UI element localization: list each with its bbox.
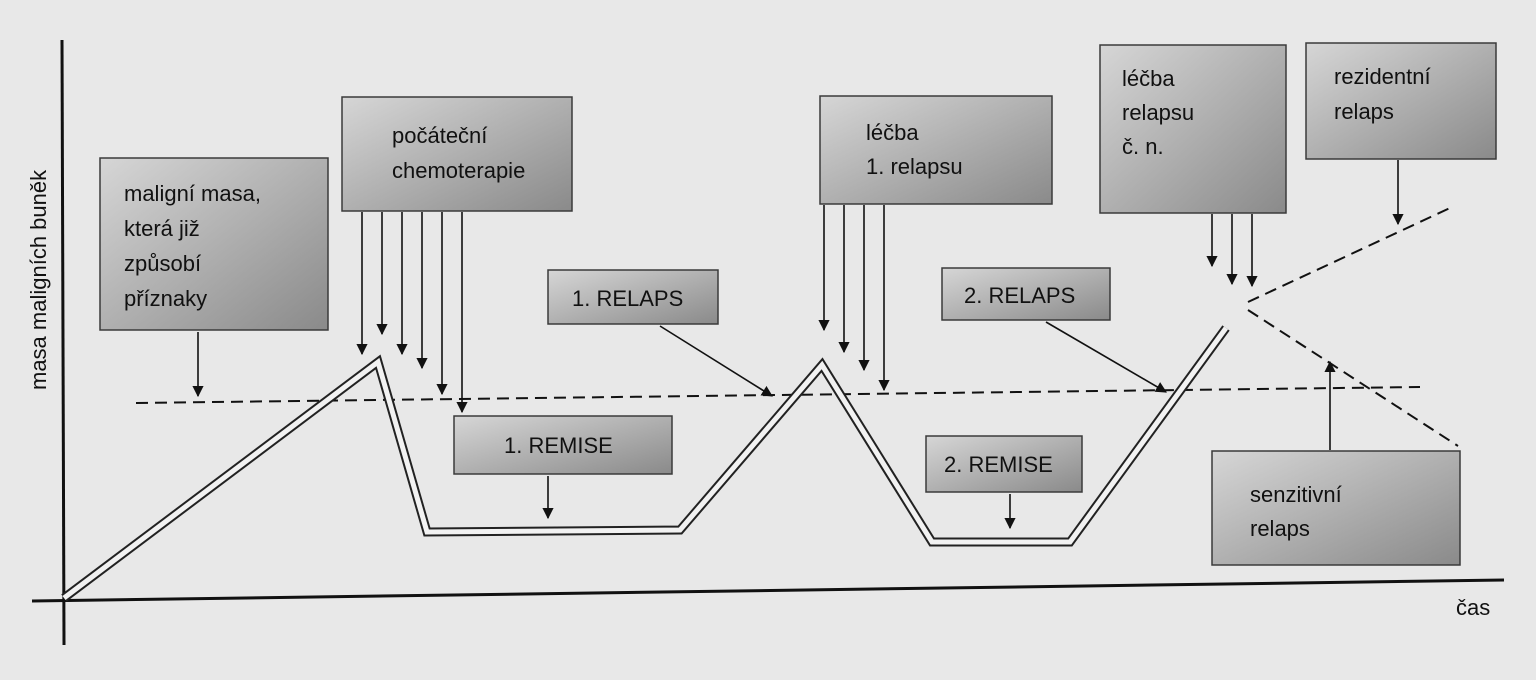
box-line: příznaky xyxy=(124,286,207,311)
box-lecba-relapsu-cn: léčba relapsu č. n. xyxy=(1099,44,1287,214)
box-rezidentni-relaps: rezidentní relaps xyxy=(1305,42,1497,160)
box-maligni-masa: maligní masa, která již způsobí příznaky xyxy=(99,157,329,331)
box-line: č. n. xyxy=(1122,134,1164,159)
x-axis-label: čas xyxy=(1456,595,1490,620)
box-line: léčba xyxy=(1122,66,1175,91)
box-line: chemoterapie xyxy=(392,158,525,183)
box-line: senzitivní xyxy=(1250,482,1342,507)
y-axis xyxy=(60,39,66,646)
y-axis-label: masa maligních buněk xyxy=(26,169,51,390)
box-line: počáteční xyxy=(392,123,487,148)
sensitive-relapse-line xyxy=(1247,309,1459,447)
box-line: maligní masa, xyxy=(124,181,261,206)
box-1-relaps: 1. RELAPS xyxy=(547,269,719,325)
arrows xyxy=(192,160,1404,530)
symptom-threshold-line xyxy=(135,386,1421,404)
box-pocatecni-chemoterapie: počáteční chemoterapie xyxy=(341,96,573,212)
box-2-relaps: 2. RELAPS xyxy=(941,267,1111,321)
box-line: 2. RELAPS xyxy=(964,283,1075,308)
box-line: relapsu xyxy=(1122,100,1194,125)
box-line: 2. REMISE xyxy=(944,452,1053,477)
box-1-remise: 1. REMISE xyxy=(453,415,673,475)
arrow xyxy=(659,325,773,397)
box-senzitivni-relaps: senzitivní relaps xyxy=(1211,450,1461,566)
box-line: relaps xyxy=(1334,99,1394,124)
arrow xyxy=(1045,321,1167,393)
tumor-mass-curve xyxy=(61,325,1230,602)
x-axis xyxy=(31,578,1505,603)
box-lecba-1-relapsu: léčba 1. relapsu xyxy=(819,95,1053,205)
box-2-remise: 2. REMISE xyxy=(925,435,1083,493)
box-line: způsobí xyxy=(124,251,201,276)
box-line: relaps xyxy=(1250,516,1310,541)
box-line: 1. relapsu xyxy=(866,154,963,179)
box-line: která již xyxy=(124,216,200,241)
resistant-relapse-line xyxy=(1247,207,1451,303)
box-line: 1. RELAPS xyxy=(572,286,683,311)
box-line: 1. REMISE xyxy=(504,433,613,458)
box-line: léčba xyxy=(866,120,919,145)
box-line: rezidentní xyxy=(1334,64,1431,89)
